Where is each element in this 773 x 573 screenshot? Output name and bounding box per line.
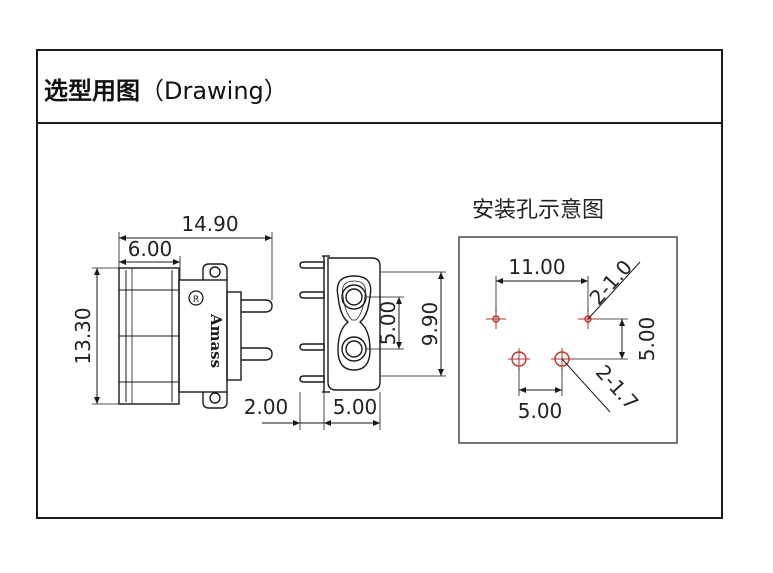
label-large-holes: 2-1.7 [591, 360, 643, 415]
label-small-holes: 2-1.0 [585, 255, 637, 310]
dim-overall-width: 14.90 [181, 212, 238, 236]
mounting-hole-box [458, 236, 678, 444]
front-view [262, 255, 446, 430]
side-view [92, 232, 273, 409]
socket-outline [336, 275, 372, 371]
header-bar: 选型用图（Drawing） [38, 51, 721, 124]
side-ear-hole-bottom [209, 392, 221, 404]
mounting-hole-diagram [458, 236, 678, 444]
dim-pin-pitch: 5.00 [333, 395, 378, 419]
drawing-frame: 选型用图（Drawing） [36, 49, 723, 519]
dim-vertical-offset: 5.00 [635, 317, 659, 362]
title-english: （Drawing） [140, 77, 288, 105]
side-pin-bottom [241, 347, 273, 361]
dim-pin-offset: 2.00 [244, 395, 289, 419]
registered-mark-text: R [193, 295, 199, 305]
page-title: 选型用图（Drawing） [44, 71, 288, 106]
dim-hole-span: 11.00 [508, 255, 565, 279]
front-housing [327, 257, 381, 391]
mounting-holes-caption: 安装孔示意图 [472, 198, 604, 223]
dim-large-hole-pitch: 5.00 [518, 399, 563, 423]
title-chinese: 选型用图 [44, 77, 140, 105]
dim-height: 13.30 [71, 307, 95, 364]
side-ear-hole-top [209, 266, 221, 278]
dim-inner-height: 5.00 [376, 301, 400, 346]
small-holes [486, 309, 598, 329]
side-pin-top [241, 299, 273, 313]
registered-mark-icon [188, 290, 204, 306]
brand-mark: Amass [207, 313, 225, 368]
dim-outer-height: 9.90 [418, 302, 442, 347]
dim-partial-width: 6.00 [128, 237, 173, 261]
large-holes [508, 348, 573, 370]
